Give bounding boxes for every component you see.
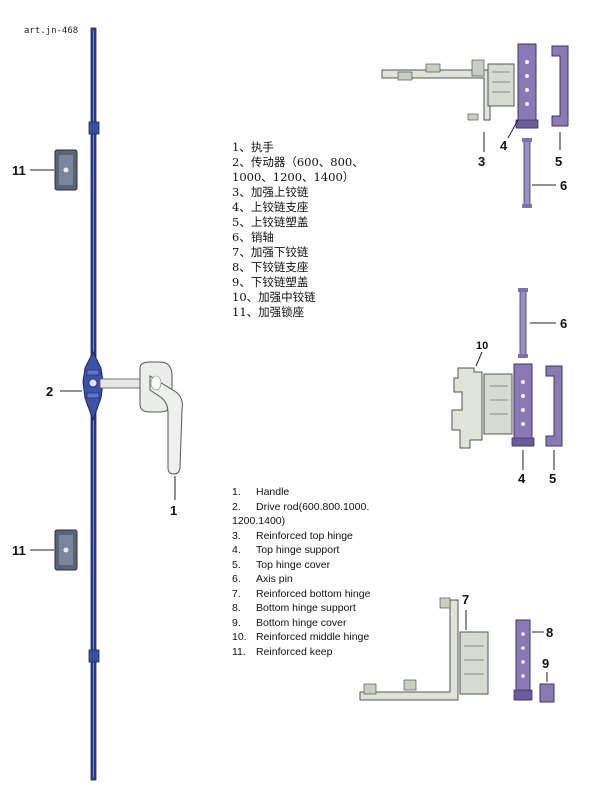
- legend-cn-item: 7、加强下铰链: [232, 245, 309, 259]
- legend-en-item: 7.Reinforced bottom hinge: [232, 587, 371, 600]
- reinforced-top-hinge: [381, 59, 515, 121]
- legend-cn-item: 8、下铰链支座: [232, 260, 309, 274]
- legend-cn-item: 2、传动器（600、800、: [232, 155, 364, 169]
- legend-en-item: 1.Handle: [232, 486, 290, 498]
- bottom-hinge-cover: [539, 683, 555, 703]
- rod-guide-top: [88, 121, 100, 135]
- legend-en-item: 4.Top hinge support: [232, 544, 340, 556]
- legend-en-item: 2.Drive rod(600.800.1000.: [232, 500, 370, 513]
- handle-spindle: [99, 378, 143, 389]
- callout-6-top: 6: [560, 178, 568, 193]
- legend-cn-item: 5、上铰链塑盖: [232, 215, 309, 229]
- callout-6-middle: 6: [560, 316, 568, 331]
- callout-3: 3: [478, 154, 486, 169]
- legend-cn-item: 1、执手: [232, 140, 274, 154]
- axis-pin-top: [522, 138, 532, 208]
- legend-en-item: 9.Bottom hinge cover: [232, 616, 347, 629]
- keep-top: [54, 149, 78, 191]
- legend-chinese: 1、执手 2、传动器（600、800、 1000、1200、1400） 3、加强…: [232, 140, 364, 320]
- middle-hinge-cover: [545, 365, 563, 447]
- legend-cn-item: 1000、1200、1400）: [232, 170, 355, 184]
- leader-lines: [30, 119, 561, 682]
- rod-guide-bottom: [88, 649, 100, 663]
- callout-5-top: 5: [555, 154, 563, 169]
- bottom-hinge-support: [513, 619, 533, 701]
- callout-2: 2: [46, 384, 54, 399]
- legend-cn-item: 6、销轴: [232, 230, 274, 244]
- legend-en-item: 5.Top hinge cover: [232, 558, 331, 571]
- callout-5-middle: 5: [549, 471, 557, 486]
- callout-4-top: 4: [500, 138, 508, 153]
- legend-en-item: 6.Axis pin: [232, 573, 293, 585]
- axis-pin-middle: [518, 288, 528, 358]
- callout-7: 7: [462, 592, 470, 607]
- legend-en-item: 8.Bottom hinge support: [232, 602, 356, 614]
- callout-9: 9: [542, 656, 550, 671]
- article-number: art.jn-468: [24, 26, 79, 36]
- legend-cn-item: 10、加强中铰链: [232, 290, 316, 304]
- callout-11-top: 11: [12, 163, 26, 178]
- legend-cn-item: 3、加强上铰链: [232, 185, 309, 199]
- drive-rod-assembly: [54, 27, 104, 781]
- legend-cn-item: 11、加强锁座: [232, 305, 305, 319]
- legend-en-item: 10.Reinforced middle hinge: [232, 631, 370, 643]
- legend-cn-item: 9、下铰链塑盖: [232, 275, 309, 289]
- legend-en-item: 11.Reinforced keep: [232, 645, 333, 658]
- callout-1: 1: [170, 503, 178, 518]
- top-hinge-cover: [551, 45, 569, 127]
- handle: [99, 361, 183, 475]
- top-hinge-support: [515, 43, 539, 129]
- legend-en-item: 3.Reinforced top hinge: [232, 529, 353, 542]
- legend-english: 1.Handle 2.Drive rod(600.800.1000. 1200.…: [232, 485, 370, 659]
- reinforced-bottom-hinge: [359, 597, 489, 701]
- callout-11-bottom: 11: [12, 543, 26, 558]
- handle-lever: [149, 375, 183, 475]
- keep-bottom: [54, 529, 78, 571]
- reinforced-middle-hinge: [451, 367, 513, 449]
- callout-4-middle: 4: [518, 471, 526, 486]
- middle-hinge-support: [511, 363, 535, 447]
- legend-en-item: 1200.1400): [232, 515, 286, 527]
- callout-10: 10: [476, 340, 489, 352]
- legend-cn-item: 4、上铰链支座: [232, 200, 309, 214]
- callout-8: 8: [546, 625, 554, 640]
